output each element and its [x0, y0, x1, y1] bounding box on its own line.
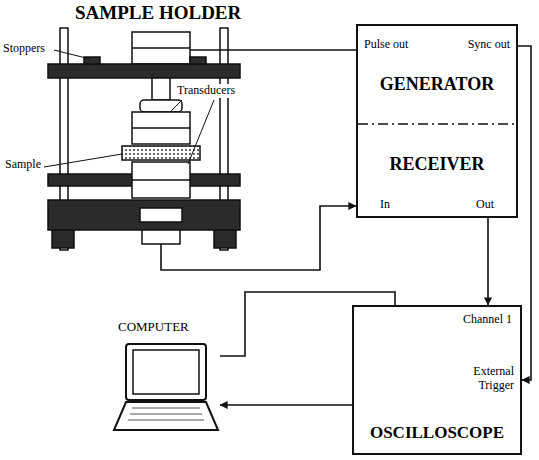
laptop-keys	[128, 408, 204, 420]
base-plate	[48, 200, 240, 230]
signal-cable	[220, 292, 395, 356]
stopper-plate	[48, 64, 240, 78]
callout-label: Stoppers	[2, 42, 46, 56]
laptop-screen	[133, 350, 199, 394]
leader-line	[188, 100, 214, 164]
signal-cable	[161, 206, 356, 270]
signal-cable	[487, 218, 489, 305]
oscilloscope-box: Channel 1 External TriggerOSCILLOSCOPE	[352, 305, 522, 455]
laptop-icon	[112, 342, 220, 434]
port-label: In	[380, 198, 390, 212]
bottom-block	[142, 230, 180, 244]
signal-cable	[220, 404, 352, 406]
foot	[52, 230, 74, 248]
port-label: Pulse out	[364, 38, 408, 52]
laptop-lid	[126, 344, 206, 400]
node-heading: OSCILLOSCOPE	[370, 423, 504, 443]
signal-cable	[245, 49, 356, 51]
divider-line	[358, 123, 516, 125]
foot	[214, 230, 236, 248]
sample-holder: SAMPLE HOLDER	[45, 28, 245, 250]
signal-cable	[518, 46, 531, 380]
callout-label: Transducers	[176, 84, 236, 98]
lower-transducer	[132, 162, 190, 198]
base-notch	[140, 208, 182, 222]
laptop-base	[114, 402, 218, 430]
leader-line	[44, 154, 122, 167]
callout-label: Sample	[4, 158, 42, 172]
stopper	[190, 57, 206, 64]
port-label: Sync out	[468, 38, 510, 52]
generator-receiver-box: Pulse out Sync outGENERATOR RECEIVER In Out	[356, 24, 518, 218]
top-block	[132, 32, 190, 64]
receive-wire	[160, 244, 162, 250]
leader-line	[170, 100, 182, 112]
port-label: Channel 1	[463, 313, 512, 327]
computer: COMPUTER	[112, 342, 220, 434]
transducer-line	[132, 127, 190, 129]
transducer-line	[132, 179, 190, 181]
node-heading: COMPUTER	[118, 320, 189, 335]
leader-line	[54, 50, 90, 59]
sample-disc	[122, 146, 200, 160]
top-block-line	[132, 47, 190, 49]
pulse-wire	[190, 49, 245, 51]
transducer-cap	[140, 100, 182, 112]
leader-lines	[44, 50, 214, 167]
holder-frame	[48, 28, 245, 250]
node-heading: RECEIVER	[389, 154, 484, 175]
node-heading: GENERATOR	[380, 74, 494, 95]
upper-transducer	[132, 112, 190, 144]
port-label: External Trigger	[450, 365, 514, 393]
node-heading: SAMPLE HOLDER	[75, 2, 241, 24]
port-label: Out	[476, 198, 494, 212]
shaft	[152, 78, 170, 100]
